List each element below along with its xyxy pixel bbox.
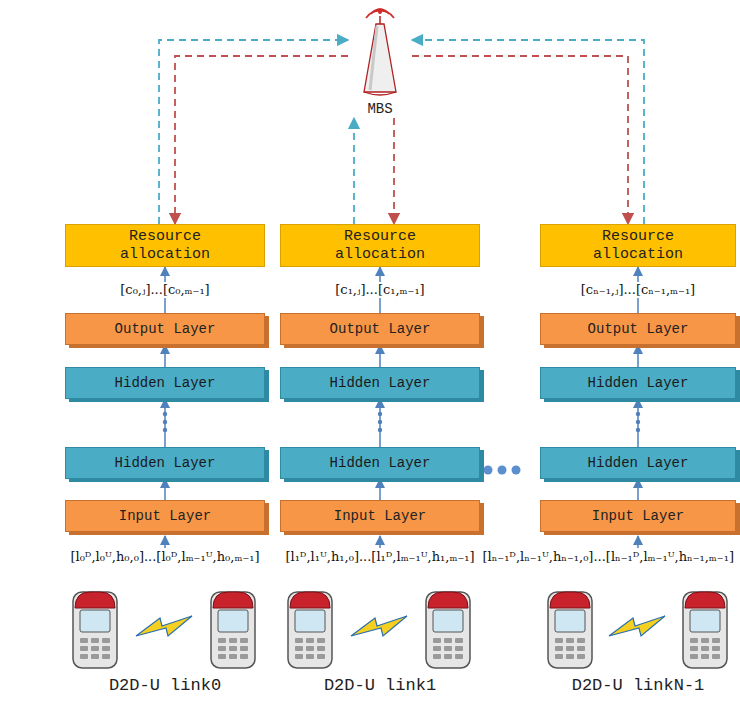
layer-arrow <box>637 399 639 447</box>
box-label: Hidden Layer <box>330 455 431 472</box>
phone <box>426 592 470 668</box>
layer-arrow <box>637 479 639 500</box>
resource-allocation-box: Resource allocation <box>280 224 480 267</box>
phone <box>683 592 727 668</box>
hidden-layer-box: Hidden Layer <box>540 367 736 399</box>
layer-arrow <box>164 345 166 367</box>
layer-arrow <box>164 479 166 500</box>
link-bolt <box>351 616 407 636</box>
box-label: Output Layer <box>115 321 216 338</box>
signal-arrow <box>159 40 348 224</box>
layer-arrow <box>379 479 381 500</box>
input-layer-box: Input Layer <box>280 500 480 532</box>
input-arrow <box>637 536 639 548</box>
signal-arrow <box>353 118 355 224</box>
phone <box>548 592 592 668</box>
output-vector: [cₙ₋₁,ⱼ]...[cₙ₋₁,ₘ₋₁] <box>579 282 697 299</box>
tower-icon <box>348 0 412 100</box>
phone <box>211 592 255 668</box>
phone <box>288 592 332 668</box>
link-bolt <box>609 616 665 636</box>
input-layer-box: Input Layer <box>65 500 265 532</box>
hidden-layer-box: Hidden Layer <box>540 447 736 479</box>
box-label: Input Layer <box>334 508 426 525</box>
box-label: Hidden Layer <box>330 375 431 392</box>
layer-arrow <box>164 399 166 447</box>
phone <box>73 592 117 668</box>
output-layer-box: Output Layer <box>65 313 265 345</box>
input-arrow <box>379 536 381 548</box>
layer-arrow <box>637 345 639 367</box>
resource-allocation-box: Resource allocation <box>65 224 265 267</box>
layer-arrow <box>379 399 381 447</box>
link-bolt <box>136 616 192 636</box>
box-label: Hidden Layer <box>588 375 689 392</box>
box-label: Resource allocation <box>586 228 691 263</box>
input-arrow <box>164 536 166 548</box>
ellipsis-dots <box>484 466 521 475</box>
resource-allocation-box: Resource allocation <box>540 224 736 267</box>
box-label: Resource allocation <box>328 228 433 263</box>
box-label: Input Layer <box>119 508 211 525</box>
box-label: Input Layer <box>592 508 684 525</box>
box-label: Output Layer <box>588 321 689 338</box>
box-label: Hidden Layer <box>588 455 689 472</box>
signal-arrow <box>412 40 644 224</box>
input-vector: [l₁ᴰ,l₁ᵁ,h₁,₀]...[l₁ᴰ,lₘ₋₁ᵁ,h₁,ₘ₋₁] <box>283 549 476 566</box>
box-label: Output Layer <box>330 321 431 338</box>
base-station: MBS <box>348 0 412 118</box>
ellipsis-dots <box>163 412 640 432</box>
input-vector: [lₙ₋₁ᴰ,lₙ₋₁ᵁ,hₙ₋₁,₀]...[lₙ₋₁ᴰ,lₘ₋₁ᵁ,hₙ₋₁… <box>480 549 736 566</box>
layer-arrow <box>379 345 381 367</box>
box-label: Hidden Layer <box>115 455 216 472</box>
link-name: D2D-U link1 <box>324 676 436 696</box>
box-label: Resource allocation <box>113 228 218 263</box>
signal-arrow <box>393 118 395 224</box>
output-vector: [c₀,ⱼ]...[c₀,ₘ₋₁] <box>118 282 211 299</box>
output-layer-box: Output Layer <box>280 313 480 345</box>
hidden-layer-box: Hidden Layer <box>65 447 265 479</box>
input-layer-box: Input Layer <box>540 500 736 532</box>
output-layer-box: Output Layer <box>540 313 736 345</box>
link-name: D2D-U linkN-1 <box>572 676 705 696</box>
signal-arrow <box>175 56 348 224</box>
signal-arrow <box>412 56 628 224</box>
box-label: Hidden Layer <box>115 375 216 392</box>
input-vector: [l₀ᴰ,l₀ᵁ,h₀,₀]...[l₀ᴰ,lₘ₋₁ᵁ,h₀,ₘ₋₁] <box>68 549 261 566</box>
link-name: D2D-U link0 <box>109 676 221 696</box>
hidden-layer-box: Hidden Layer <box>280 447 480 479</box>
hidden-layer-box: Hidden Layer <box>65 367 265 399</box>
hidden-layer-box: Hidden Layer <box>280 367 480 399</box>
station-label: MBS <box>367 101 392 118</box>
output-vector: [c₁,ⱼ]...[c₁,ₘ₋₁] <box>333 282 426 299</box>
